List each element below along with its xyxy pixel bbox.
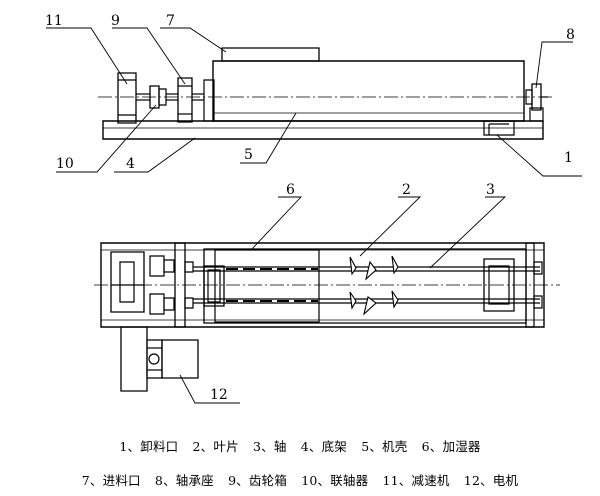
reducer <box>118 73 136 123</box>
gearbox <box>178 78 192 122</box>
callout-3: 3 <box>486 182 495 198</box>
leader-6 <box>251 197 301 250</box>
legend-item: 1、卸料口 <box>119 439 179 454</box>
blade-3 <box>392 256 398 273</box>
legend-item: 10、联轴器 <box>301 473 369 488</box>
base-frame <box>103 121 543 139</box>
leader-8 <box>536 42 573 88</box>
top-view <box>94 197 560 403</box>
callout-8: 8 <box>566 27 575 43</box>
legend-item: 8、轴承座 <box>154 473 214 488</box>
callout-1: 1 <box>564 150 573 166</box>
callout-5: 5 <box>244 147 253 163</box>
leader-12 <box>180 375 240 403</box>
side-view <box>46 28 582 176</box>
callout-10: 10 <box>56 156 74 172</box>
callout-11: 11 <box>45 13 63 29</box>
legend-item: 2、叶片 <box>192 439 239 454</box>
callout-12: 12 <box>210 387 228 403</box>
legend-item: 11、减速机 <box>382 473 450 488</box>
legend-row-1: 1、卸料口 2、叶片 3、轴 4、底架 5、机壳 6、加湿器 <box>0 436 600 455</box>
legend-item: 5、机壳 <box>361 439 408 454</box>
callout-7: 7 <box>166 13 175 29</box>
blade-6 <box>392 291 398 307</box>
callout-2: 2 <box>402 182 411 198</box>
legend-row-2: 7、进料口 8、轴承座 9、齿轮箱 10、联轴器 11、减速机 12、电机 <box>0 470 600 489</box>
machine-shell <box>213 61 524 121</box>
legend-item: 6、加湿器 <box>421 439 481 454</box>
callout-9: 9 <box>111 13 120 29</box>
top-reducer <box>111 252 144 312</box>
callout-4: 4 <box>126 156 135 172</box>
leader-3 <box>430 197 505 268</box>
motor <box>121 327 147 391</box>
leader-9 <box>112 28 185 84</box>
blade-1 <box>350 257 356 274</box>
blade-4 <box>350 292 356 308</box>
blade-5 <box>364 297 376 314</box>
legend-item: 7、进料口 <box>81 473 141 488</box>
feed-inlet <box>222 48 319 61</box>
leader-5 <box>240 113 296 163</box>
humidifier <box>215 250 319 322</box>
callout-6: 6 <box>286 182 295 198</box>
blade-2 <box>366 262 376 279</box>
leader-7 <box>160 28 226 52</box>
leader-2 <box>360 197 420 256</box>
legend-item: 3、轴 <box>252 439 287 454</box>
legend-item: 12、电机 <box>463 473 519 488</box>
leader-10 <box>56 105 156 172</box>
top-discharge <box>484 259 514 311</box>
leader-1 <box>497 135 582 176</box>
leader-11 <box>46 28 127 84</box>
legend-item: 9、齿轮箱 <box>228 473 288 488</box>
legend-item: 4、底架 <box>300 439 347 454</box>
leader-4 <box>114 138 195 172</box>
discharge-outlet <box>484 121 514 135</box>
